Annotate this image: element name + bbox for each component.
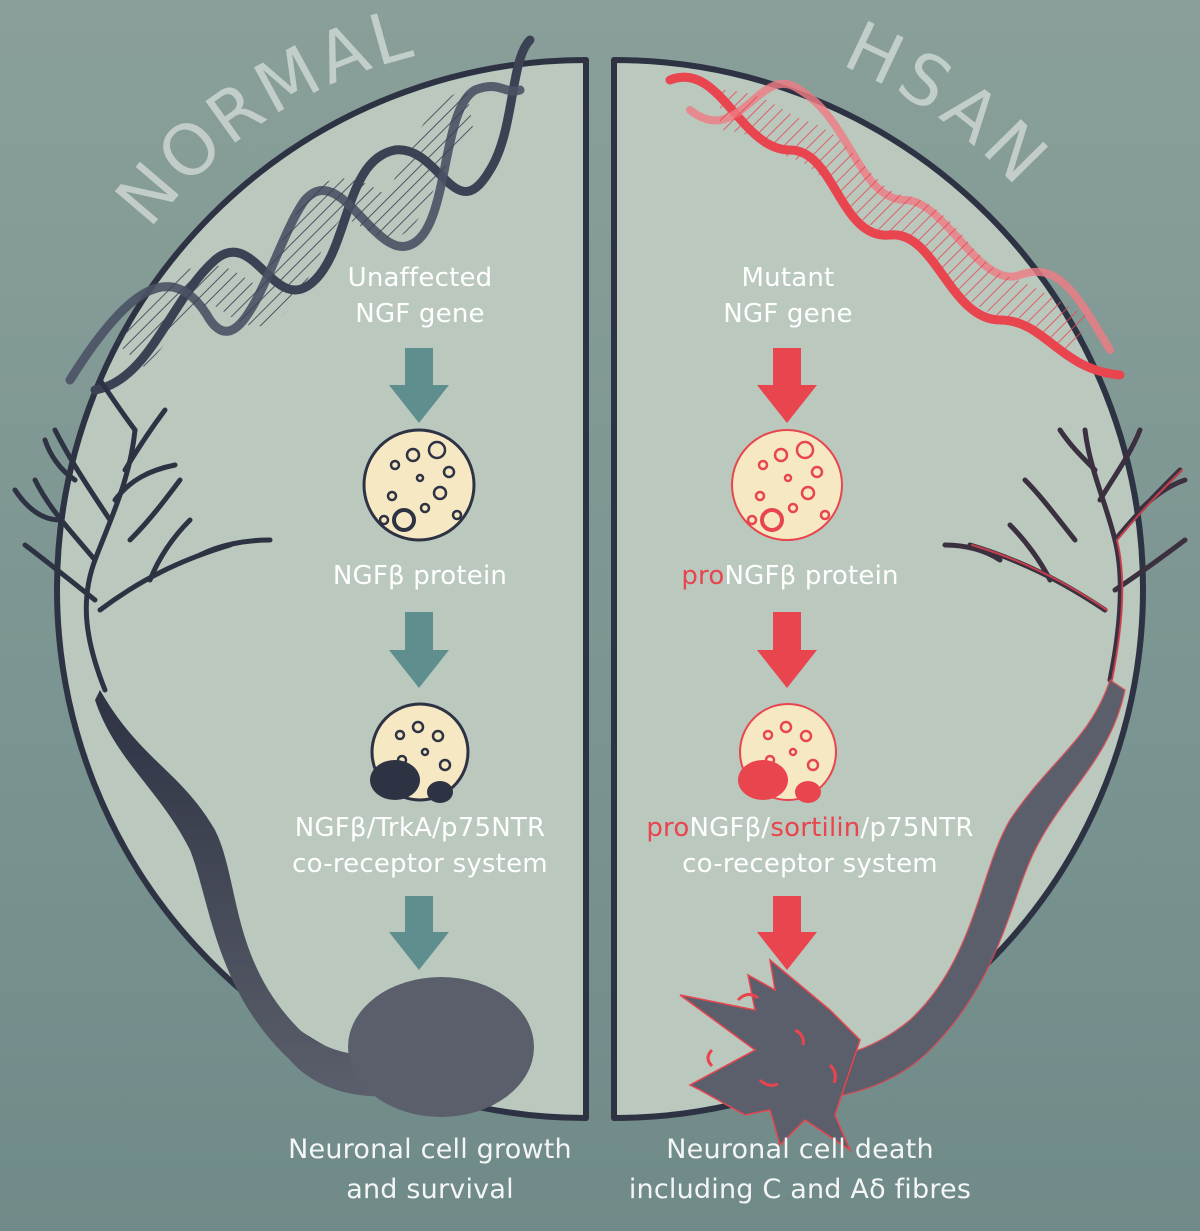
ngf-receptor-complex xyxy=(370,702,470,803)
sortilin-text: sortilin xyxy=(770,813,861,843)
pro-prefix: pro xyxy=(681,561,725,591)
prongf-protein-sphere xyxy=(731,429,843,541)
normal-cell-body xyxy=(348,977,534,1117)
prongf-receptor-complex xyxy=(738,703,837,803)
normal-axon xyxy=(95,690,395,1097)
mutant-outcome-label: Neuronal cell death including C and Aδ f… xyxy=(628,1134,972,1205)
normal-protein-label: NGFβ protein xyxy=(332,561,508,591)
mutant-gene-label: Mutant NGF gene xyxy=(723,263,853,329)
hsan-dendrite-highlight xyxy=(971,469,1183,681)
mutant-receptor-label: proNGFβ/sortilin/p75NTR co-receptor syst… xyxy=(646,813,974,879)
receptor-pro-prefix: pro xyxy=(646,813,690,843)
normal-gene-label: Unaffected NGF gene xyxy=(347,263,493,329)
hsan-dna-helix xyxy=(665,72,1125,380)
normal-arrows xyxy=(389,348,449,970)
mutant-arrows xyxy=(757,348,817,970)
mutant-protein-label: proNGFβ protein xyxy=(681,561,899,591)
normal-outcome-label: Neuronal cell growth and survival xyxy=(288,1134,572,1205)
normal-dna-helix xyxy=(65,35,535,395)
dying-neuron xyxy=(679,958,861,1153)
normal-receptor-label: NGFβ/TrkA/p75NTR co-receptor system xyxy=(292,813,548,879)
normal-neuron-dendrites xyxy=(12,377,273,693)
ngf-protein-sphere xyxy=(362,428,476,542)
